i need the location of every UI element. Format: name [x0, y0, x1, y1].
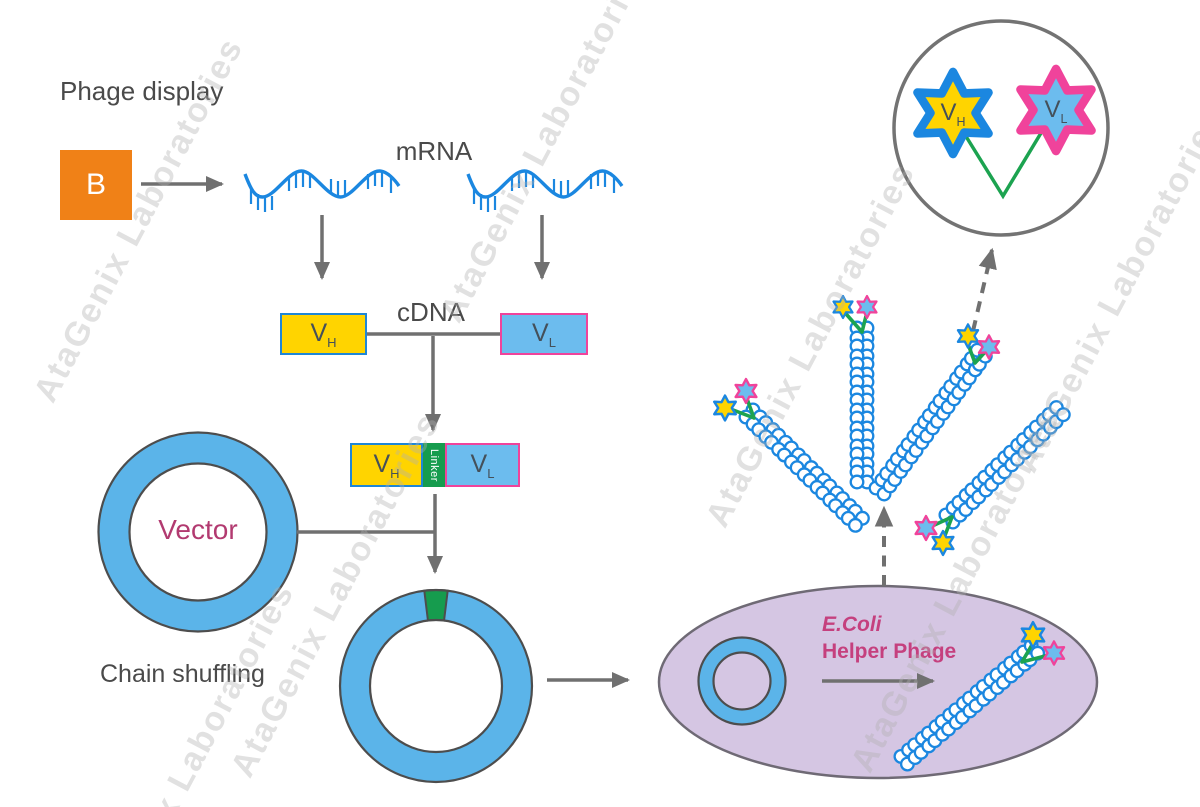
- cdna-label: cDNA: [397, 297, 465, 327]
- linker-label: Linker: [428, 448, 440, 482]
- flow-arrows: [141, 175, 936, 690]
- vl-star-label: VL: [1044, 96, 1068, 126]
- vl-cdna-box: VL: [500, 313, 588, 355]
- chain-shuffling-label: Chain shuffling: [100, 660, 265, 688]
- helper-phage-label: Helper Phage: [822, 640, 957, 663]
- construct-linker-segment: Linker: [423, 443, 445, 487]
- connector-lines: [297, 332, 501, 534]
- page-title: Phage display: [60, 76, 224, 106]
- scfv-construct: VH Linker VL: [350, 443, 520, 487]
- vl-label: VL: [532, 318, 556, 350]
- plasmid-ring-icon: [697, 636, 787, 726]
- vh-cdna-box: VH: [280, 313, 367, 355]
- magnified-view: [892, 19, 1110, 237]
- b-cell-box: B: [60, 150, 132, 220]
- b-cell-label: B: [85, 168, 106, 201]
- mrna-strand-icon: [466, 169, 624, 214]
- mrna-strand-icon: [243, 169, 401, 214]
- vh-label: VH: [310, 318, 337, 350]
- insert-ring-icon: [338, 588, 534, 784]
- vh-star-label: VH: [940, 99, 966, 129]
- scfv-stalks: [726, 313, 1051, 664]
- construct-vh-segment: VH: [350, 443, 423, 487]
- ecoli-label: E.Coli: [822, 613, 882, 636]
- construct-vl-segment: VL: [445, 443, 520, 487]
- mrna-label: mRNA: [395, 136, 473, 166]
- vector-label: Vector: [158, 514, 238, 545]
- dashed-arrows: [874, 247, 997, 586]
